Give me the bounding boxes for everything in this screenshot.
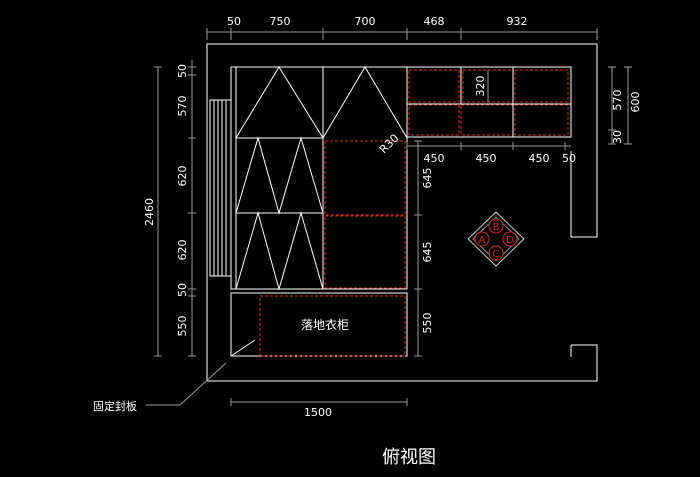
dimension-cabinet-right: 645 645 550 [421, 168, 434, 334]
upper-cabinet-frame [406, 66, 572, 138]
dim-right-570: 570 [611, 90, 624, 111]
dim-left-3: 620 [176, 166, 189, 187]
dimension-right: 570 600 30 [611, 90, 642, 145]
radius-label: R30 [377, 132, 401, 156]
red-cabinets [259, 69, 569, 357]
dim-top-4: 468 [424, 15, 445, 28]
fixed-side-panel [209, 99, 232, 277]
marker-c: C [493, 249, 500, 260]
dim-top-1: 50 [227, 15, 241, 28]
dim-left-6: 550 [176, 316, 189, 337]
marker-d: D [506, 235, 514, 246]
dimension-lines [146, 28, 632, 406]
orientation-marker: B A D C [467, 211, 525, 267]
dim-cab-1: 645 [421, 168, 434, 189]
dim-left-1: 50 [176, 64, 189, 78]
dim-left-5: 50 [176, 283, 189, 297]
dim-left-4: 620 [176, 240, 189, 261]
dim-left-2: 570 [176, 96, 189, 117]
dim-top-3: 700 [355, 15, 376, 28]
dim-shelf-3: 450 [529, 152, 550, 165]
dim-shelf-2: 450 [476, 152, 497, 165]
dim-top-2: 750 [270, 15, 291, 28]
room-outline [206, 43, 598, 382]
dim-shelf-4: 50 [562, 152, 576, 165]
dim-cab-3: 550 [421, 313, 434, 334]
dim-top-5: 932 [507, 15, 528, 28]
dim-shelf-1: 450 [424, 152, 445, 165]
dimension-top: 50 750 700 468 932 [227, 15, 528, 28]
fixed-panel-label: 固定封板 [93, 399, 137, 413]
dimension-left: 2460 50 570 620 620 50 550 [143, 64, 189, 337]
dim-upper-320: 320 [474, 76, 487, 97]
dim-bottom: 1500 [304, 406, 332, 419]
dim-left-total: 2460 [143, 198, 156, 226]
dim-right-600: 600 [629, 92, 642, 113]
marker-a: A [479, 235, 486, 246]
marker-b: B [493, 222, 500, 233]
drawing-title: 俯视图 [382, 447, 436, 468]
dim-cab-2: 645 [421, 242, 434, 263]
wardrobe-label: 落地衣柜 [301, 317, 349, 332]
dimension-shelf-row: 450 450 450 50 [424, 152, 577, 165]
dim-right-30: 30 [611, 130, 624, 144]
wardrobe-frame [230, 66, 408, 357]
